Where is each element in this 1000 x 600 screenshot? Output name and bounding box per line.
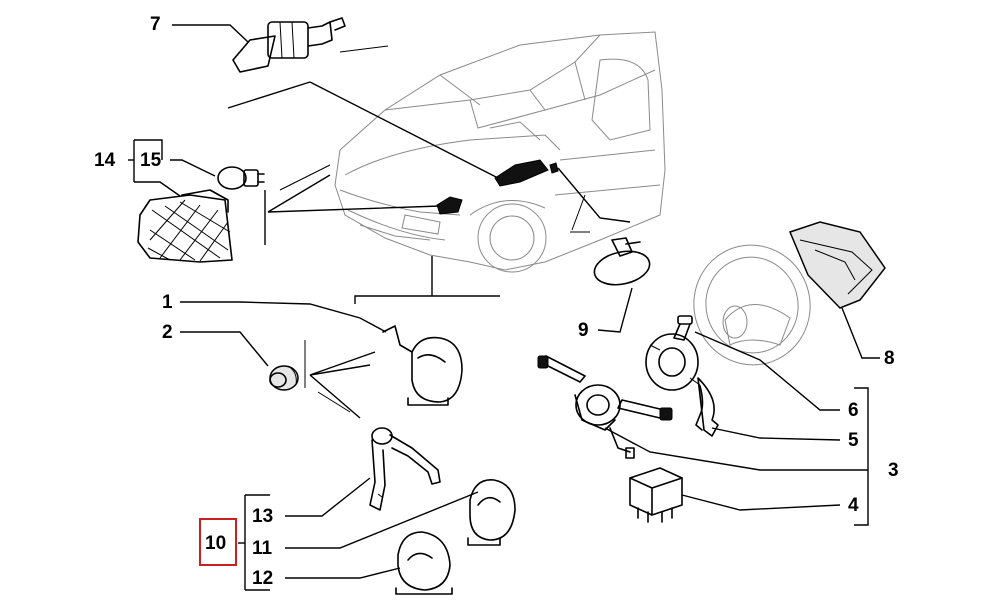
callout-10: 10 (205, 533, 226, 554)
part-2-grommet (269, 365, 299, 391)
callout-14: 14 (94, 150, 116, 171)
part-6-screw (673, 315, 693, 341)
part-1-horn (382, 325, 463, 406)
callout-7: 7 (150, 14, 161, 35)
part-9-side-repeater (593, 237, 651, 286)
headlamp-location-marker (436, 196, 463, 215)
callout-9: 9 (578, 320, 589, 341)
callout-6: 6 (848, 400, 859, 421)
callout-4: 4 (848, 495, 859, 516)
part-14-lamp-housing (137, 189, 233, 263)
leader-lines (128, 24, 880, 591)
steering-wheel (693, 244, 811, 366)
callout-1: 1 (162, 292, 173, 313)
repeater-location-marker (549, 162, 559, 174)
part-11-horn (467, 479, 516, 546)
part-8-airbag (788, 221, 886, 309)
part-5-clock-spring (645, 333, 719, 437)
part-3-stalk-switch (537, 355, 673, 459)
callout-10-highlight-box (199, 518, 237, 566)
callout-8: 8 (884, 348, 895, 369)
callout-5: 5 (848, 430, 859, 451)
callout-3: 3 (888, 460, 899, 481)
part-7-switch (232, 17, 346, 73)
part-12-horn (395, 531, 453, 595)
part-15-bulb (217, 166, 265, 190)
part-13-bracket (369, 427, 441, 511)
callout-12: 12 (252, 568, 273, 589)
callout-13: 13 (252, 506, 273, 527)
callout-15: 15 (140, 150, 162, 171)
callout-11: 11 (252, 538, 273, 559)
callout-2: 2 (162, 322, 173, 343)
switch-location-marker (494, 159, 549, 187)
car-illustration (334, 31, 666, 273)
callout-labels: 7 14 15 1 2 9 8 6 5 3 4 13 11 12 10 (94, 14, 899, 589)
part-4-relay (629, 467, 683, 523)
